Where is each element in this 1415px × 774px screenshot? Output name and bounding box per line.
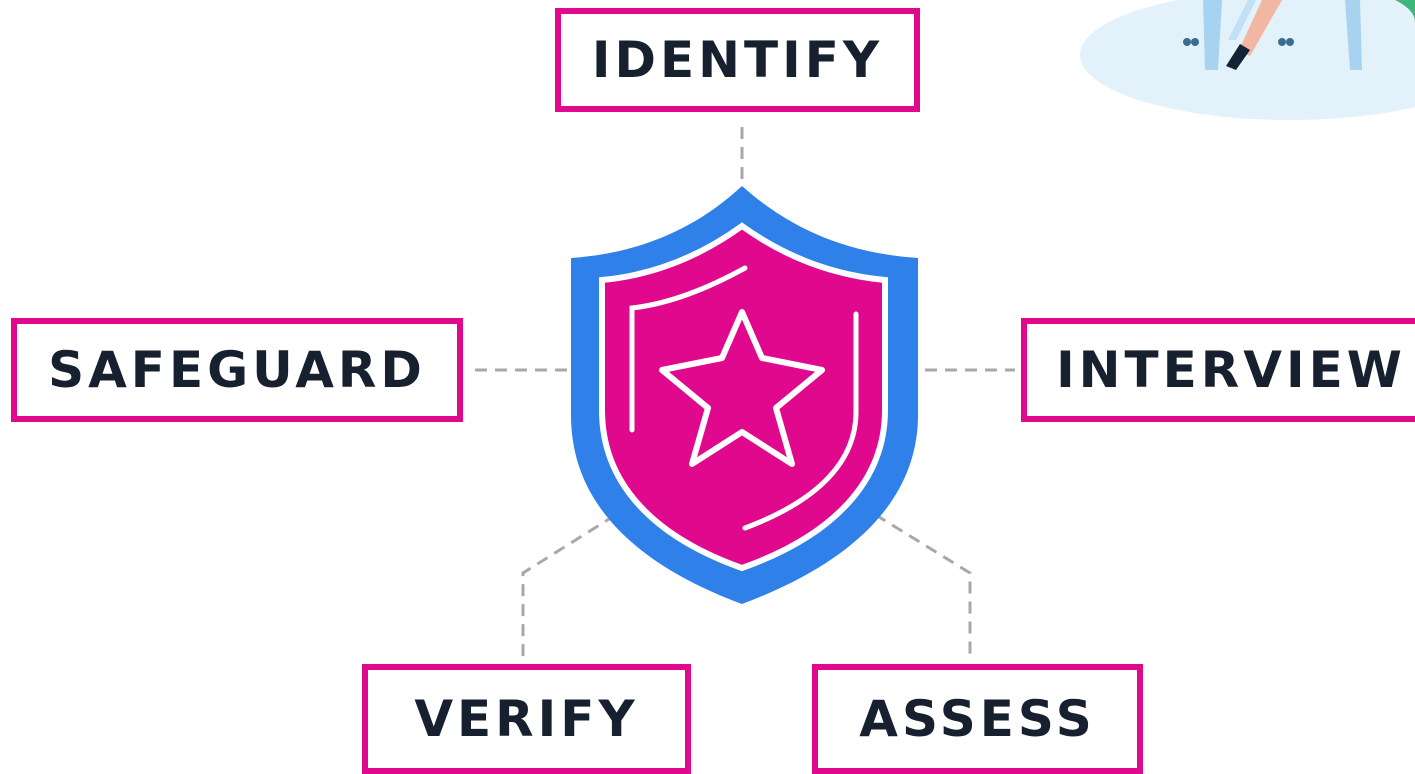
node-identify-label: IDENTIFY [591, 31, 884, 89]
illustration [1080, 0, 1415, 120]
shield-inner [599, 222, 888, 572]
chair-leg-right [1345, 0, 1362, 70]
chair-leg-left [1203, 0, 1222, 70]
chair-wheel [1278, 38, 1286, 46]
node-safeguard: SAFEGUARD [11, 318, 463, 422]
chair-wheel [1191, 38, 1199, 46]
person-shoe [1226, 44, 1250, 70]
node-assess-label: ASSESS [859, 690, 1096, 748]
node-assess: ASSESS [812, 664, 1143, 774]
node-interview-label: INTERVIEW [1056, 341, 1406, 399]
chair-wheel [1183, 38, 1191, 46]
node-identify: IDENTIFY [555, 8, 920, 112]
person-leg [1238, 0, 1282, 56]
shield-inner-line-left [629, 265, 748, 433]
node-verify: VERIFY [362, 664, 691, 774]
node-interview: INTERVIEW [1021, 318, 1415, 422]
node-verify-label: VERIFY [414, 690, 639, 748]
shield-star-icon [571, 186, 918, 604]
node-safeguard-label: SAFEGUARD [48, 341, 426, 399]
illustration-accent [1395, 0, 1415, 22]
star-icon [659, 309, 825, 467]
shield-inner-line-right [742, 311, 859, 531]
illustration-floor [1080, 0, 1415, 120]
chair-wheel [1286, 38, 1294, 46]
chair-leg-center [1228, 0, 1256, 40]
